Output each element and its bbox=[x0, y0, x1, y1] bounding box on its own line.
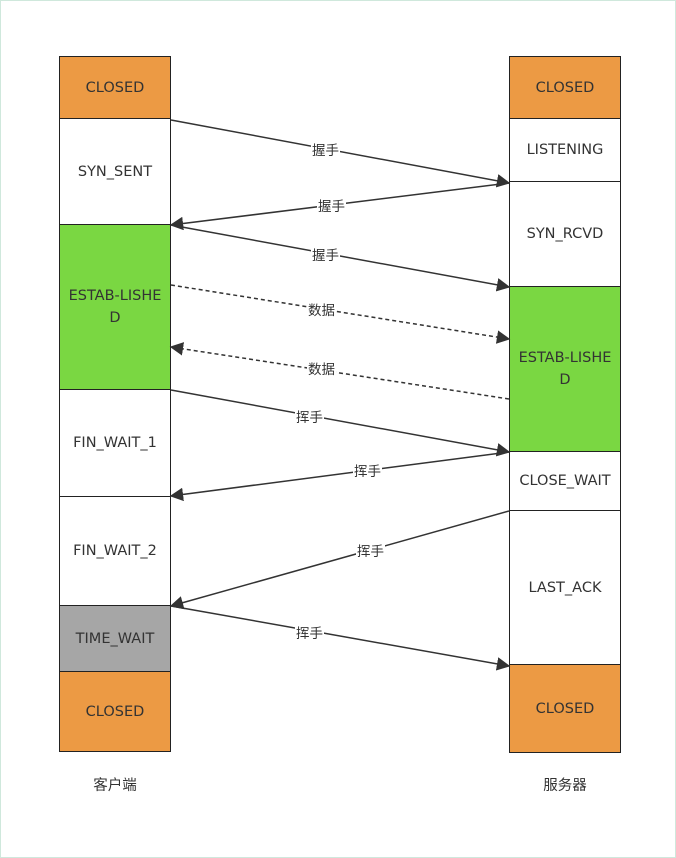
server-state-syn-rcvd: SYN_RCVD bbox=[509, 181, 621, 287]
label-data-2: 数据 bbox=[307, 362, 336, 378]
arrow-wave-2 bbox=[169, 451, 510, 502]
label-data-1: 数据 bbox=[307, 303, 336, 319]
arrow-wave-1 bbox=[170, 389, 511, 457]
client-state-time-wait: TIME_WAIT bbox=[59, 605, 171, 672]
client-state-fin-wait-2: FIN_WAIT_2 bbox=[59, 496, 171, 606]
server-state-close-wait: CLOSE_WAIT bbox=[509, 451, 621, 511]
server-state-closed: CLOSED bbox=[509, 56, 621, 119]
label-wave-3: 挥手 bbox=[356, 544, 385, 560]
client-state-syn-sent: SYN_SENT bbox=[59, 118, 171, 225]
client-state-closed: CLOSED bbox=[59, 56, 171, 119]
label-handshake-1: 握手 bbox=[311, 143, 340, 159]
label-wave-1: 挥手 bbox=[295, 410, 324, 426]
arrow-wave-3 bbox=[169, 510, 510, 610]
client-state-fin-wait-1: FIN_WAIT_1 bbox=[59, 389, 171, 497]
label-wave-2: 挥手 bbox=[353, 464, 382, 480]
label-handshake-2: 握手 bbox=[317, 199, 346, 215]
arrow-wave-4 bbox=[170, 605, 511, 671]
arrow-data-1 bbox=[170, 284, 511, 344]
arrow-handshake-3 bbox=[170, 224, 511, 292]
client-caption: 客户端 bbox=[93, 778, 137, 794]
server-caption: 服务器 bbox=[543, 778, 587, 794]
server-state-established: ESTAB-LISHED bbox=[509, 286, 621, 452]
server-state-closed-final: CLOSED bbox=[509, 664, 621, 753]
server-state-last-ack: LAST_ACK bbox=[509, 510, 621, 665]
client-state-established: ESTAB-LISHED bbox=[59, 224, 171, 390]
label-handshake-3: 握手 bbox=[311, 248, 340, 264]
label-wave-4: 挥手 bbox=[295, 626, 324, 642]
arrow-handshake-1 bbox=[170, 119, 511, 188]
arrow-data-2 bbox=[169, 342, 510, 400]
client-state-closed-final: CLOSED bbox=[59, 671, 171, 752]
